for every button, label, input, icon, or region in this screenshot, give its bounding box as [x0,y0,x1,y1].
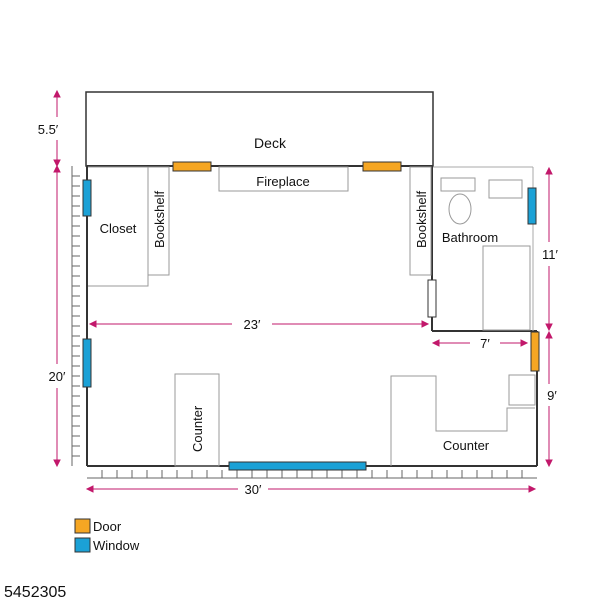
counter-left-label: Counter [190,405,205,452]
counter-right-outline [390,375,535,466]
dim-inner-width: 23′ [244,317,261,332]
bathroom-label: Bathroom [442,230,498,245]
bathroom-sink [440,177,476,192]
counter-right-label: Counter [443,438,490,453]
bottom-ruler [87,470,537,479]
dimension-lines [53,89,553,493]
bookshelf-left-outline [147,166,170,276]
dim-deck-depth: 5.5′ [38,122,59,137]
dim-bathroom-depth: 11′ [542,247,558,262]
door-deck-left [172,161,212,172]
dim-lower-right-depth: 9′ [547,388,557,403]
door-side-right [530,331,540,372]
door-deck-right [362,161,402,172]
deck-label: Deck [254,135,287,151]
bookshelf-left-label: Bookshelf [152,191,167,248]
bookshelf-right-outline [409,166,432,276]
counter-right-appliance [508,374,536,406]
legend-door-label: Door [93,519,122,534]
counter-left-outline [174,373,220,467]
bathroom-door [427,279,437,318]
left-ruler [71,166,80,466]
shower [482,245,531,331]
closet-label: Closet [100,221,137,236]
window-bottom [228,461,367,471]
legend-door-swatch [74,518,91,534]
listing-id: 5452305 [4,584,66,600]
dim-bathroom-width: 7′ [480,336,490,351]
bathroom-counter [488,179,523,199]
legend: Door Window [74,518,140,553]
fireplace-outline [218,166,349,192]
dim-main-depth: 20′ [49,369,66,384]
dim-total-width: 30′ [245,482,262,497]
window-closet [82,179,92,217]
window-left-lower [82,338,92,388]
window-bathroom [527,187,537,225]
bookshelf-right-label: Bookshelf [414,191,429,248]
fireplace-label: Fireplace [256,174,309,189]
deck-outline [85,91,434,167]
toilet [448,193,472,225]
legend-window-swatch [74,537,91,553]
legend-window-label: Window [93,538,140,553]
